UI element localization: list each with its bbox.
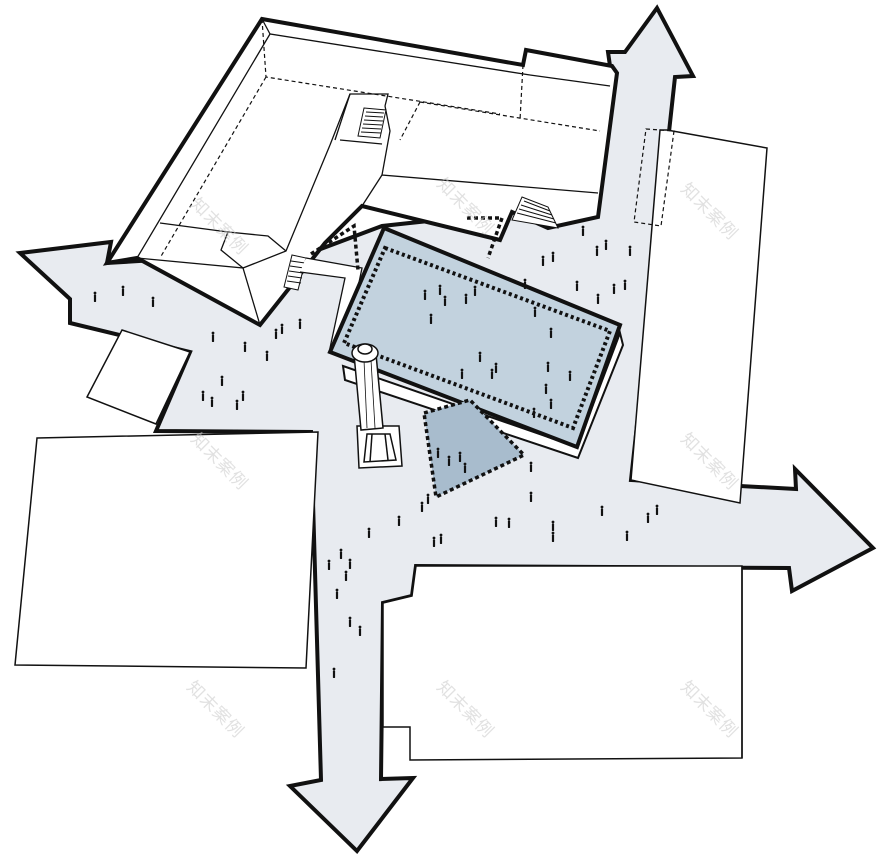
person-figure bbox=[460, 368, 464, 379]
person-figure bbox=[494, 362, 498, 373]
person-figure bbox=[549, 327, 553, 338]
person-figure bbox=[600, 505, 604, 516]
person-figure bbox=[551, 251, 555, 262]
glass-pavilion bbox=[327, 225, 625, 460]
person-figure bbox=[397, 515, 401, 526]
sightline-top-left bbox=[310, 222, 360, 271]
stairs-top bbox=[357, 107, 387, 139]
person-figure bbox=[473, 285, 477, 296]
person-figure bbox=[439, 533, 443, 544]
person-figure bbox=[623, 279, 627, 290]
building-l-shaped-top bbox=[102, 16, 620, 328]
building-l-shaped-dashed-lines bbox=[159, 18, 601, 259]
sightline-triangles bbox=[310, 216, 505, 271]
glass-pavilion-dotted-edge bbox=[341, 245, 613, 431]
person-figure bbox=[243, 341, 247, 352]
building-bottom-right bbox=[382, 565, 743, 761]
monument-column bbox=[351, 343, 403, 469]
person-figure bbox=[655, 504, 659, 515]
person-figure bbox=[436, 447, 440, 458]
person-figure bbox=[596, 293, 600, 304]
person-figure bbox=[581, 225, 585, 236]
person-figure bbox=[544, 383, 548, 394]
person-figure bbox=[533, 306, 537, 317]
person-figure bbox=[529, 491, 533, 502]
person-figure bbox=[478, 351, 482, 362]
sightline-bottom-shade bbox=[422, 398, 527, 500]
person-figure bbox=[348, 616, 352, 627]
person-figure bbox=[420, 501, 424, 512]
watermark-6: 知末案例 bbox=[182, 677, 247, 742]
person-figure bbox=[612, 283, 616, 294]
person-figure bbox=[280, 323, 284, 334]
building-right-dashed-footprint bbox=[633, 128, 675, 227]
person-figure bbox=[546, 361, 550, 372]
person-figure bbox=[464, 293, 468, 304]
person-figure bbox=[220, 375, 224, 386]
person-figure bbox=[327, 559, 331, 570]
person-figure bbox=[595, 245, 599, 256]
glass-pavilion-roof bbox=[327, 225, 623, 450]
person-figure bbox=[298, 318, 302, 329]
person-figure bbox=[235, 399, 239, 410]
person-figure bbox=[348, 558, 352, 569]
stairs-right bbox=[511, 196, 559, 229]
person-figure bbox=[625, 530, 629, 541]
person-figure bbox=[210, 396, 214, 407]
person-figure bbox=[339, 548, 343, 559]
person-figure bbox=[494, 516, 498, 527]
person-figure bbox=[367, 527, 371, 538]
person-figure bbox=[575, 280, 579, 291]
person-figure bbox=[344, 570, 348, 581]
person-figure bbox=[265, 350, 269, 361]
person-figure bbox=[438, 284, 442, 295]
person-figure bbox=[532, 407, 536, 418]
person-figure bbox=[549, 398, 553, 409]
person-figure bbox=[423, 289, 427, 300]
person-figure bbox=[568, 370, 572, 381]
person-figure bbox=[274, 328, 278, 339]
person-figure bbox=[121, 285, 125, 296]
person-figure bbox=[241, 390, 245, 401]
person-figure bbox=[529, 461, 533, 472]
person-figure bbox=[93, 291, 97, 302]
person-figure bbox=[490, 368, 494, 379]
person-figure bbox=[429, 313, 433, 324]
sightline-top-right bbox=[467, 216, 505, 259]
building-l-shaped-inner-lines bbox=[136, 18, 611, 326]
person-figure bbox=[458, 451, 462, 462]
person-figure bbox=[628, 245, 632, 256]
person-figure bbox=[646, 512, 650, 523]
person-figure bbox=[335, 588, 339, 599]
person-figure bbox=[541, 255, 545, 266]
person-figure bbox=[443, 295, 447, 306]
person-figure bbox=[432, 536, 436, 547]
person-figure bbox=[358, 625, 362, 636]
person-figure bbox=[551, 520, 555, 531]
person-figure bbox=[523, 278, 527, 289]
person-figure bbox=[604, 239, 608, 250]
person-figure bbox=[447, 455, 451, 466]
person-figure bbox=[211, 331, 215, 342]
building-left-large bbox=[14, 431, 319, 669]
person-figure bbox=[551, 531, 555, 542]
person-figure bbox=[201, 390, 205, 401]
person-figure bbox=[151, 296, 155, 307]
building-left-mid-small bbox=[85, 329, 192, 425]
people-figures bbox=[93, 225, 659, 678]
person-figure bbox=[426, 493, 430, 504]
person-figure bbox=[332, 667, 336, 678]
person-figure bbox=[463, 462, 467, 473]
person-figure bbox=[507, 517, 511, 528]
